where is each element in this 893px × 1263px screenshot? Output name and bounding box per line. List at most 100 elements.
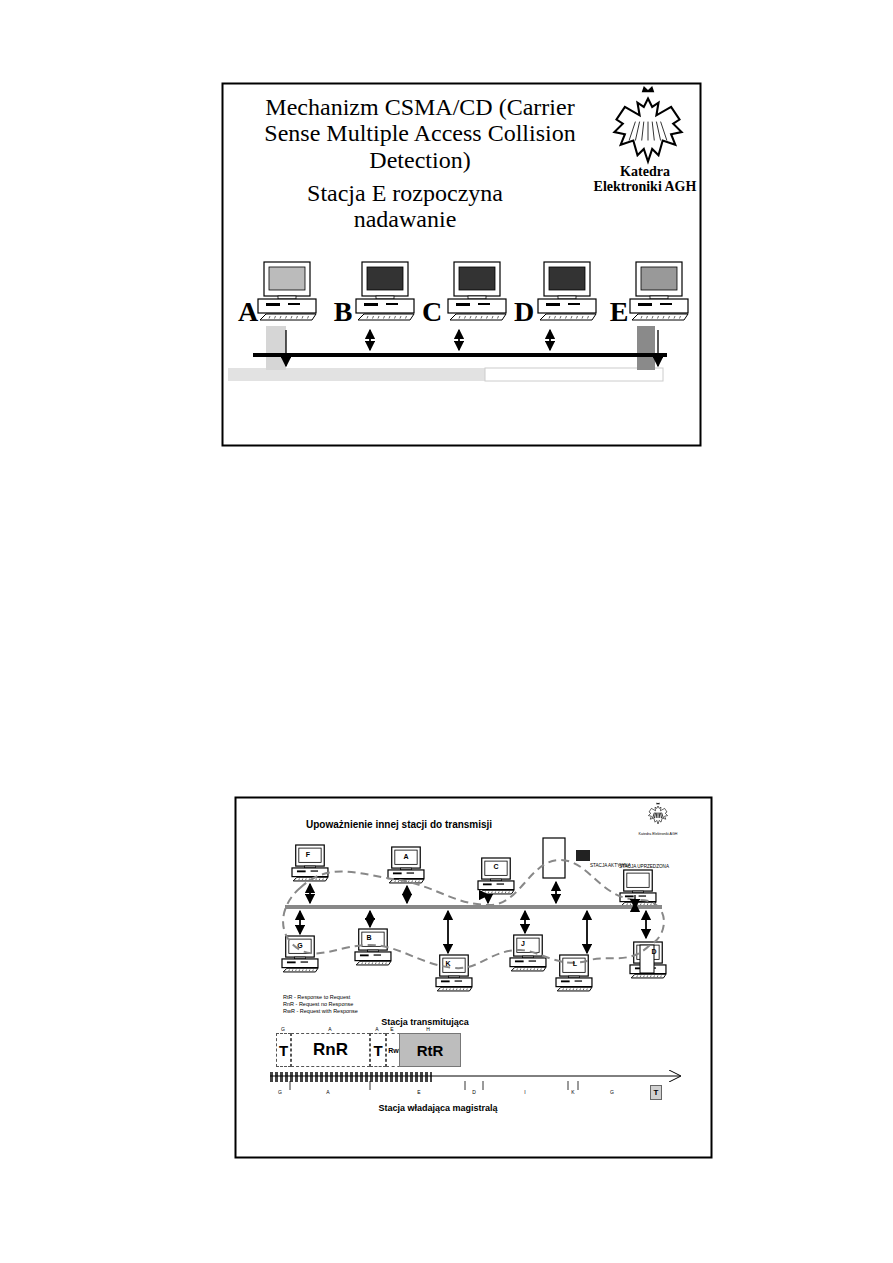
keys [269, 316, 270, 319]
keys [660, 975, 662, 977]
keys [302, 316, 303, 319]
keys [650, 903, 652, 905]
station-arrows [286, 330, 658, 366]
slide-title: Mechanizm CSMA/CD (Carrier Sense Multipl… [255, 94, 585, 173]
screen [269, 267, 305, 290]
station-arrows [300, 882, 646, 953]
keys [384, 316, 385, 319]
frame-box: RtR [399, 1033, 461, 1067]
keys [299, 969, 301, 971]
drive [407, 872, 414, 873]
keys [637, 903, 639, 905]
feather [629, 122, 635, 141]
keys [652, 316, 653, 319]
drive [546, 303, 560, 306]
keys [382, 962, 384, 964]
keys [476, 316, 477, 319]
server [543, 838, 565, 878]
computers [258, 262, 688, 991]
keys [498, 891, 500, 893]
keys [643, 903, 645, 905]
screen [395, 850, 417, 864]
drive [386, 303, 398, 305]
screen [459, 267, 495, 290]
keyboard [358, 314, 414, 320]
feather [662, 813, 664, 818]
arrow [634, 895, 635, 908]
arrow [369, 330, 370, 342]
label: C [493, 863, 498, 871]
label: D [651, 948, 656, 956]
drive [455, 980, 462, 981]
frame-label: T [654, 1088, 659, 1097]
feather [658, 813, 659, 818]
small-label: I [524, 1090, 525, 1096]
keys [459, 988, 461, 990]
tick [370, 1081, 371, 1090]
case [258, 299, 316, 313]
token-ring-path [283, 860, 664, 968]
monitor [514, 935, 543, 956]
feather [661, 122, 667, 141]
keys [463, 988, 465, 990]
tick [483, 1081, 484, 1090]
monitor [560, 955, 589, 976]
keys [577, 316, 578, 319]
keys [389, 316, 390, 319]
case [630, 299, 688, 313]
keys [583, 988, 585, 990]
drive [311, 870, 318, 871]
keys [647, 975, 649, 977]
arrow [309, 884, 310, 895]
keys [291, 316, 292, 319]
monitor [392, 847, 421, 868]
keys [385, 962, 387, 964]
keys [488, 891, 490, 893]
keys [508, 891, 510, 893]
label: L [573, 960, 577, 968]
small-label: G [610, 1090, 614, 1096]
drive [441, 980, 450, 982]
feather [648, 122, 649, 141]
keys [669, 316, 670, 319]
keys [498, 316, 499, 319]
keys [640, 975, 642, 977]
keys [520, 968, 522, 970]
keys [647, 316, 648, 319]
drive [374, 954, 381, 955]
keys [305, 969, 307, 971]
label: Katedra Elektroniki AGH [585, 164, 705, 195]
keys [394, 880, 396, 882]
tick [290, 1081, 291, 1090]
keys [530, 968, 532, 970]
monitor [636, 262, 682, 296]
keyboard [283, 968, 318, 972]
keys [562, 988, 564, 990]
screen [641, 267, 677, 290]
keys [560, 316, 561, 319]
arrow [657, 330, 658, 366]
keys [322, 878, 324, 880]
keys [588, 316, 589, 319]
keys [312, 969, 314, 971]
keys [569, 988, 571, 990]
keys [449, 988, 451, 990]
monitor [482, 858, 511, 879]
arrow [285, 330, 286, 366]
tick [465, 1081, 466, 1090]
keys [576, 988, 578, 990]
screen [367, 267, 403, 290]
station-letter: C [422, 297, 442, 328]
keys [491, 891, 493, 893]
arrow [586, 911, 587, 945]
feather [653, 813, 655, 818]
monitor [624, 870, 653, 891]
keys [315, 878, 317, 880]
drive [478, 303, 490, 305]
drive [301, 961, 308, 962]
hatched-strip [270, 1072, 432, 1082]
keyboard [511, 967, 546, 971]
small-label: E [390, 1027, 393, 1033]
label: Stacja E rozpoczyna nadawanie [275, 180, 535, 233]
arrow [299, 911, 300, 926]
